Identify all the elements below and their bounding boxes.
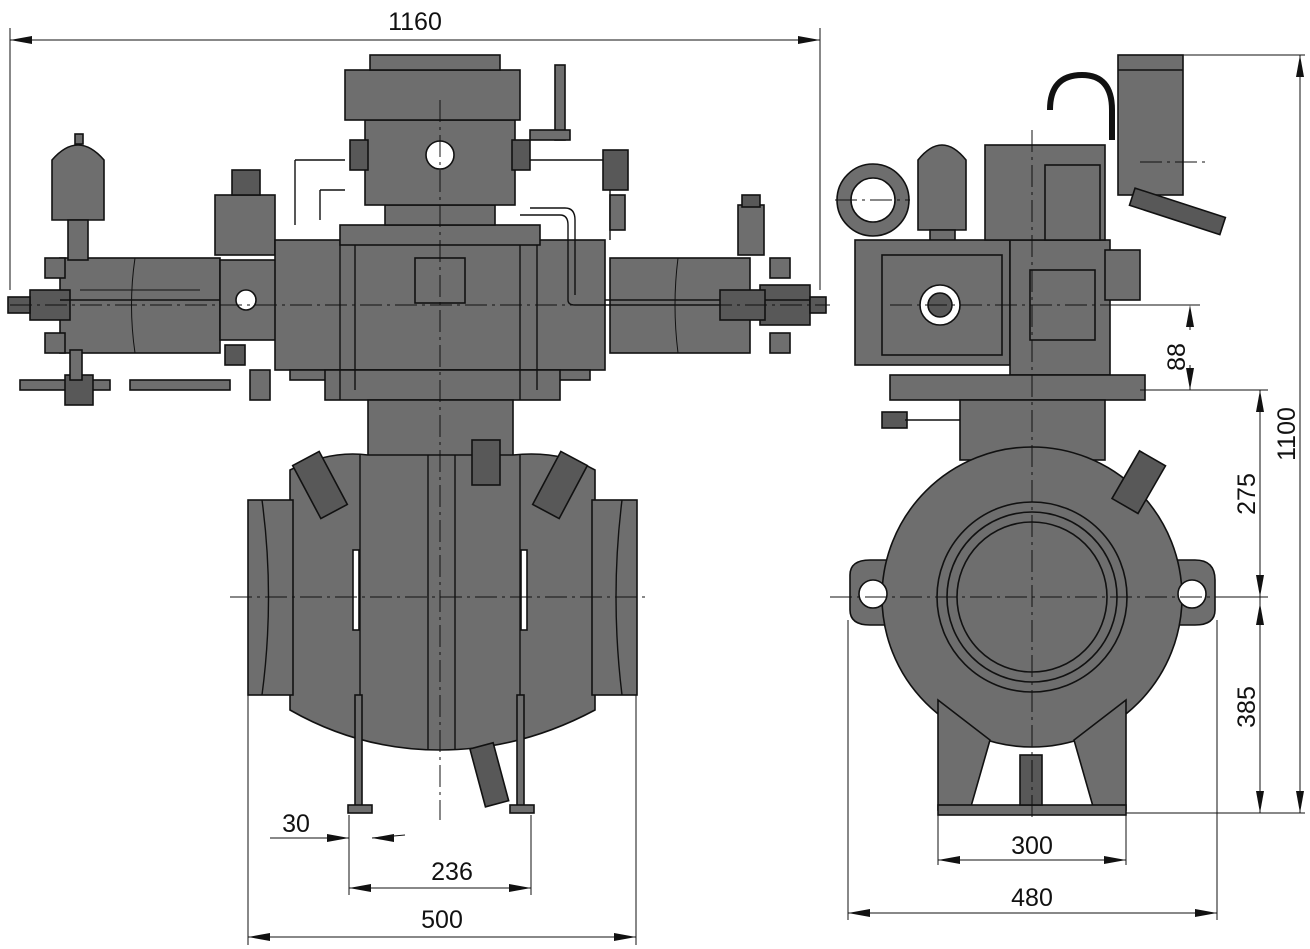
side-motor — [1117, 54, 1184, 196]
front-view — [7, 54, 830, 820]
dim-flange-width: 480 — [1011, 884, 1053, 912]
dim-height-275: 275 — [1233, 473, 1261, 515]
dim-height-88: 88 — [1163, 343, 1191, 371]
control-block — [214, 169, 281, 401]
dim-base-width: 300 — [1011, 832, 1053, 860]
support-legs — [347, 694, 535, 814]
dim-body-length: 500 — [421, 906, 463, 934]
dim-support-spacing: 236 — [431, 858, 473, 886]
dim-overall-width: 1160 — [388, 8, 442, 36]
left-accumulator — [19, 133, 231, 406]
valve-body-front — [247, 439, 638, 808]
dim-height-385: 385 — [1233, 686, 1261, 728]
dimension-lines — [9, 28, 1305, 945]
dim-support-width: 30 — [282, 810, 310, 838]
dim-total-height: 1100 — [1273, 407, 1301, 461]
side-view — [830, 54, 1230, 820]
